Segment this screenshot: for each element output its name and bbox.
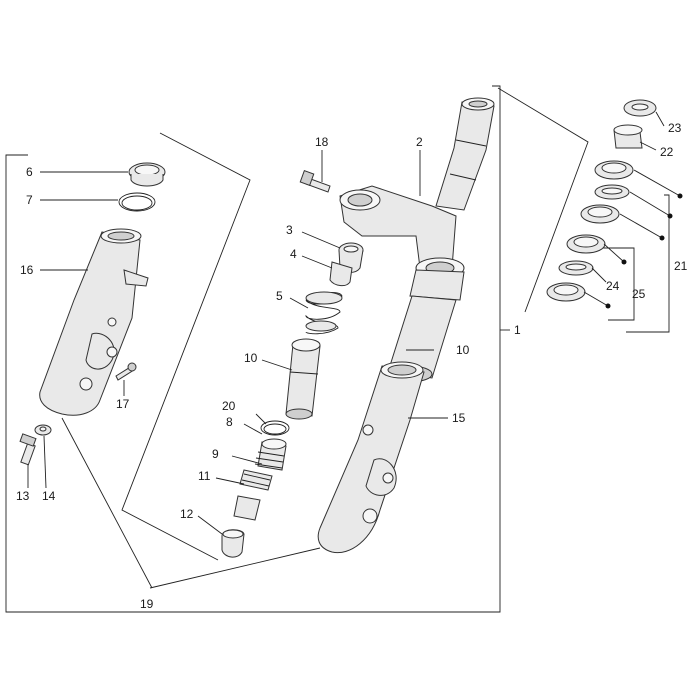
callout-6: 6 [26, 165, 33, 179]
callout-14: 14 [42, 489, 56, 503]
leader-lines [27, 111, 681, 535]
triple-clamp [339, 185, 465, 301]
callout-24: 24 [606, 279, 620, 293]
fork-spring [305, 291, 343, 335]
bleed-screw [115, 362, 137, 381]
callout-8: 8 [226, 415, 233, 429]
callout-16: 16 [20, 263, 34, 277]
callouts: 1 2 3 4 5 6 7 8 9 10 10 11 12 13 14 15 1… [16, 121, 688, 611]
damper-tube [285, 338, 321, 420]
callout-12: 12 [180, 507, 194, 521]
right-fork-leg [317, 361, 425, 554]
callout-9: 9 [212, 447, 219, 461]
piston-rod [254, 438, 287, 471]
callout-4: 4 [290, 247, 297, 261]
oil-seal-top [128, 162, 166, 187]
callout-22: 22 [660, 145, 674, 159]
callout-10b: 10 [456, 343, 470, 357]
left-fork-leg [39, 228, 149, 416]
callout-25: 25 [632, 287, 646, 301]
callout-15: 15 [452, 411, 466, 425]
callout-20: 20 [222, 399, 236, 413]
callout-13: 13 [16, 489, 30, 503]
top-bolt [299, 170, 331, 193]
bottom-washer [34, 424, 52, 436]
callout-1: 1 [514, 323, 521, 337]
callout-17: 17 [116, 397, 130, 411]
bracket-dots [605, 193, 683, 309]
rebound-spring [233, 469, 273, 521]
callout-7: 7 [26, 193, 33, 207]
callout-3: 3 [286, 223, 293, 237]
bottom-screw [19, 433, 37, 466]
bearing-stack [546, 99, 657, 302]
callout-19: 19 [140, 597, 154, 611]
spacer-cap [329, 261, 353, 287]
damper-circlip [260, 420, 290, 436]
callout-5: 5 [276, 289, 283, 303]
group-frames [5, 85, 670, 613]
callout-10a: 10 [244, 351, 258, 365]
callout-23: 23 [668, 121, 682, 135]
circlip-ring [118, 192, 156, 212]
callout-18: 18 [315, 135, 329, 149]
bottom-plug [221, 529, 245, 558]
callout-11: 11 [198, 469, 211, 483]
steering-stem [435, 97, 495, 211]
callout-21: 21 [674, 259, 688, 273]
callout-2: 2 [416, 135, 423, 149]
